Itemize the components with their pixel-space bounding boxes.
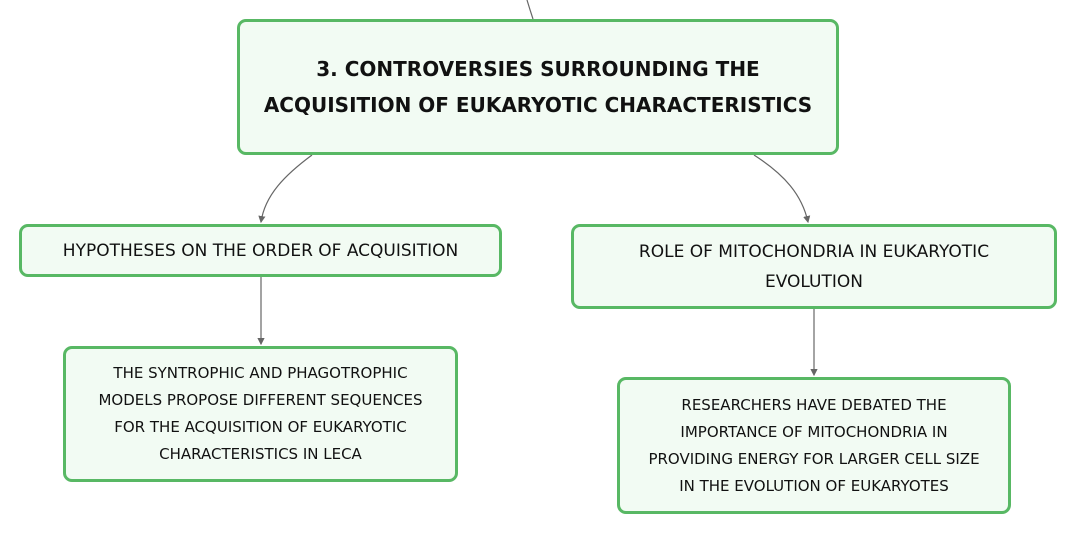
node-controversies-label: 3. CONTROVERSIES SURROUNDING THE ACQUISI… [263, 57, 813, 117]
connector-root-to-role [753, 154, 811, 224]
node-researchers-debated[interactable]: RESEARCHERS HAVE DEBATED THE IMPORTANCE … [617, 377, 1011, 514]
node-role-of-mitochondria-label: ROLE OF MITOCHONDRIA IN EUKARYOTIC EVOLU… [638, 241, 990, 292]
node-hypotheses[interactable]: HYPOTHESES ON THE ORDER OF ACQUISITION [19, 224, 502, 277]
node-hypotheses-label: HYPOTHESES ON THE ORDER OF ACQUISITION [62, 240, 459, 261]
node-researchers-debated-label: RESEARCHERS HAVE DEBATED THE IMPORTANCE … [648, 395, 980, 495]
node-controversies[interactable]: 3. CONTROVERSIES SURROUNDING THE ACQUISI… [237, 19, 839, 155]
connector-root-to-hypotheses [258, 154, 313, 224]
node-syntrophic-models-label: THE SYNTROPHIC AND PHAGOTROPHIC MODELS P… [98, 364, 423, 463]
node-syntrophic-models[interactable]: THE SYNTROPHIC AND PHAGOTROPHIC MODELS P… [63, 346, 458, 482]
node-role-of-mitochondria[interactable]: ROLE OF MITOCHONDRIA IN EUKARYOTIC EVOLU… [571, 224, 1057, 309]
connector-parent-to-root [526, 0, 534, 20]
